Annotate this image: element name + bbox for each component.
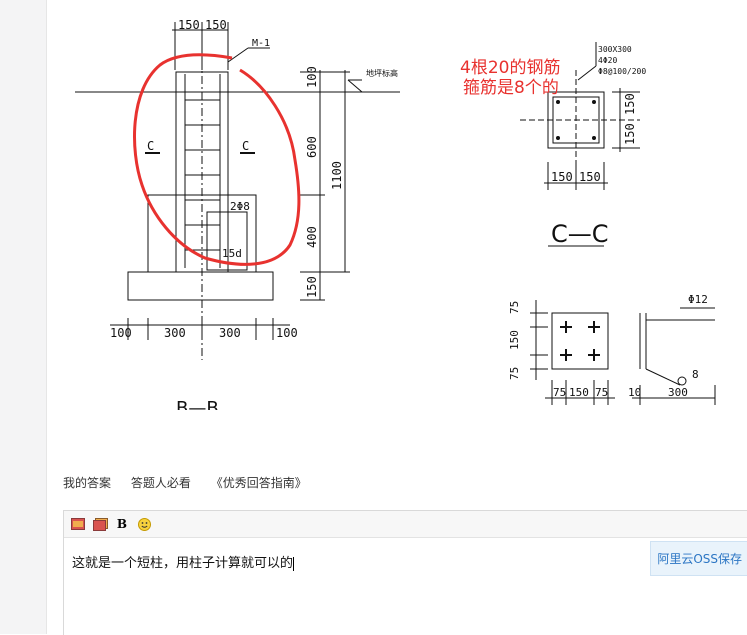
label-c-left: C [147, 139, 154, 153]
label-m1: M-1 [252, 38, 270, 49]
section-dim-150b: 150 [623, 123, 637, 145]
text-caret [293, 556, 295, 571]
detail-8: 8 [692, 368, 699, 381]
section-spec-3: Φ8@100/200 [598, 67, 646, 76]
dim-150-bottom: 150 [305, 276, 319, 298]
plan-bottom-150: 150 [569, 386, 589, 399]
engineering-drawing: 150 150 M-1 地坪标高 C C 2Φ8 15d 100 600 110… [46, 0, 747, 410]
gallery-icon[interactable] [92, 516, 108, 532]
dim-100: 100 [305, 66, 319, 88]
section-spec-2: 4Φ20 [598, 56, 617, 65]
dim-base-300b: 300 [219, 326, 241, 340]
label-2phi8: 2Φ8 [230, 200, 250, 213]
answer-editor: B 这就是一个短柱，用柱子计算就可以的 阿里云OSS保存 [63, 510, 747, 635]
detail-300: 300 [668, 386, 688, 399]
detail-10: 10 [628, 386, 641, 399]
dim-top-left: 150 [178, 18, 200, 32]
plan-dim-75b: 75 [508, 367, 521, 380]
dim-1100: 1100 [330, 161, 344, 190]
answer-text: 这就是一个短柱，用柱子计算就可以的 [72, 556, 294, 571]
label-ground: 地坪标高 [366, 68, 398, 78]
dim-top-right: 150 [205, 18, 227, 32]
section-bb: B—B [176, 398, 219, 410]
plan-dim-75a: 75 [508, 301, 521, 314]
left-gutter [0, 0, 47, 634]
emoji-icon[interactable] [136, 516, 152, 532]
oss-save-button[interactable]: 阿里云OSS保存 [650, 541, 747, 576]
label-c-right: C [242, 139, 249, 153]
section-title: C—C [551, 220, 609, 248]
plan-bottom-75b: 75 [595, 386, 608, 399]
section-dim-150c: 150 [551, 170, 573, 184]
guide-link[interactable]: 《优秀回答指南》 [210, 476, 307, 490]
label-15d: 15d [222, 247, 242, 260]
editor-toolbar: B [64, 511, 747, 538]
answer-tabs: 我的答案 答题人必看 《优秀回答指南》 [63, 474, 323, 491]
dim-600: 600 [305, 136, 319, 158]
section-dim-150d: 150 [579, 170, 601, 184]
answer-textarea[interactable]: 这就是一个短柱，用柱子计算就可以的 [64, 538, 747, 585]
tab-must-read[interactable]: 答题人必看 [130, 476, 191, 490]
bold-icon[interactable]: B [116, 517, 128, 531]
dim-base-100a: 100 [110, 326, 132, 340]
detail-phi12: Φ12 [688, 293, 708, 306]
image-icon[interactable] [70, 516, 86, 532]
annotation-line1: 4根20的钢筋 [460, 58, 560, 78]
dim-base-300a: 300 [164, 326, 186, 340]
tab-my-answer[interactable]: 我的答案 [63, 476, 112, 490]
plan-dim-150: 150 [508, 330, 521, 350]
dim-400: 400 [305, 226, 319, 248]
annotation-line2: 箍筋是8个的 [463, 78, 559, 98]
section-spec-1: 300X300 [598, 45, 632, 54]
plan-bottom-75a: 75 [553, 386, 566, 399]
section-dim-150a: 150 [623, 93, 637, 115]
dim-base-100b: 100 [276, 326, 298, 340]
